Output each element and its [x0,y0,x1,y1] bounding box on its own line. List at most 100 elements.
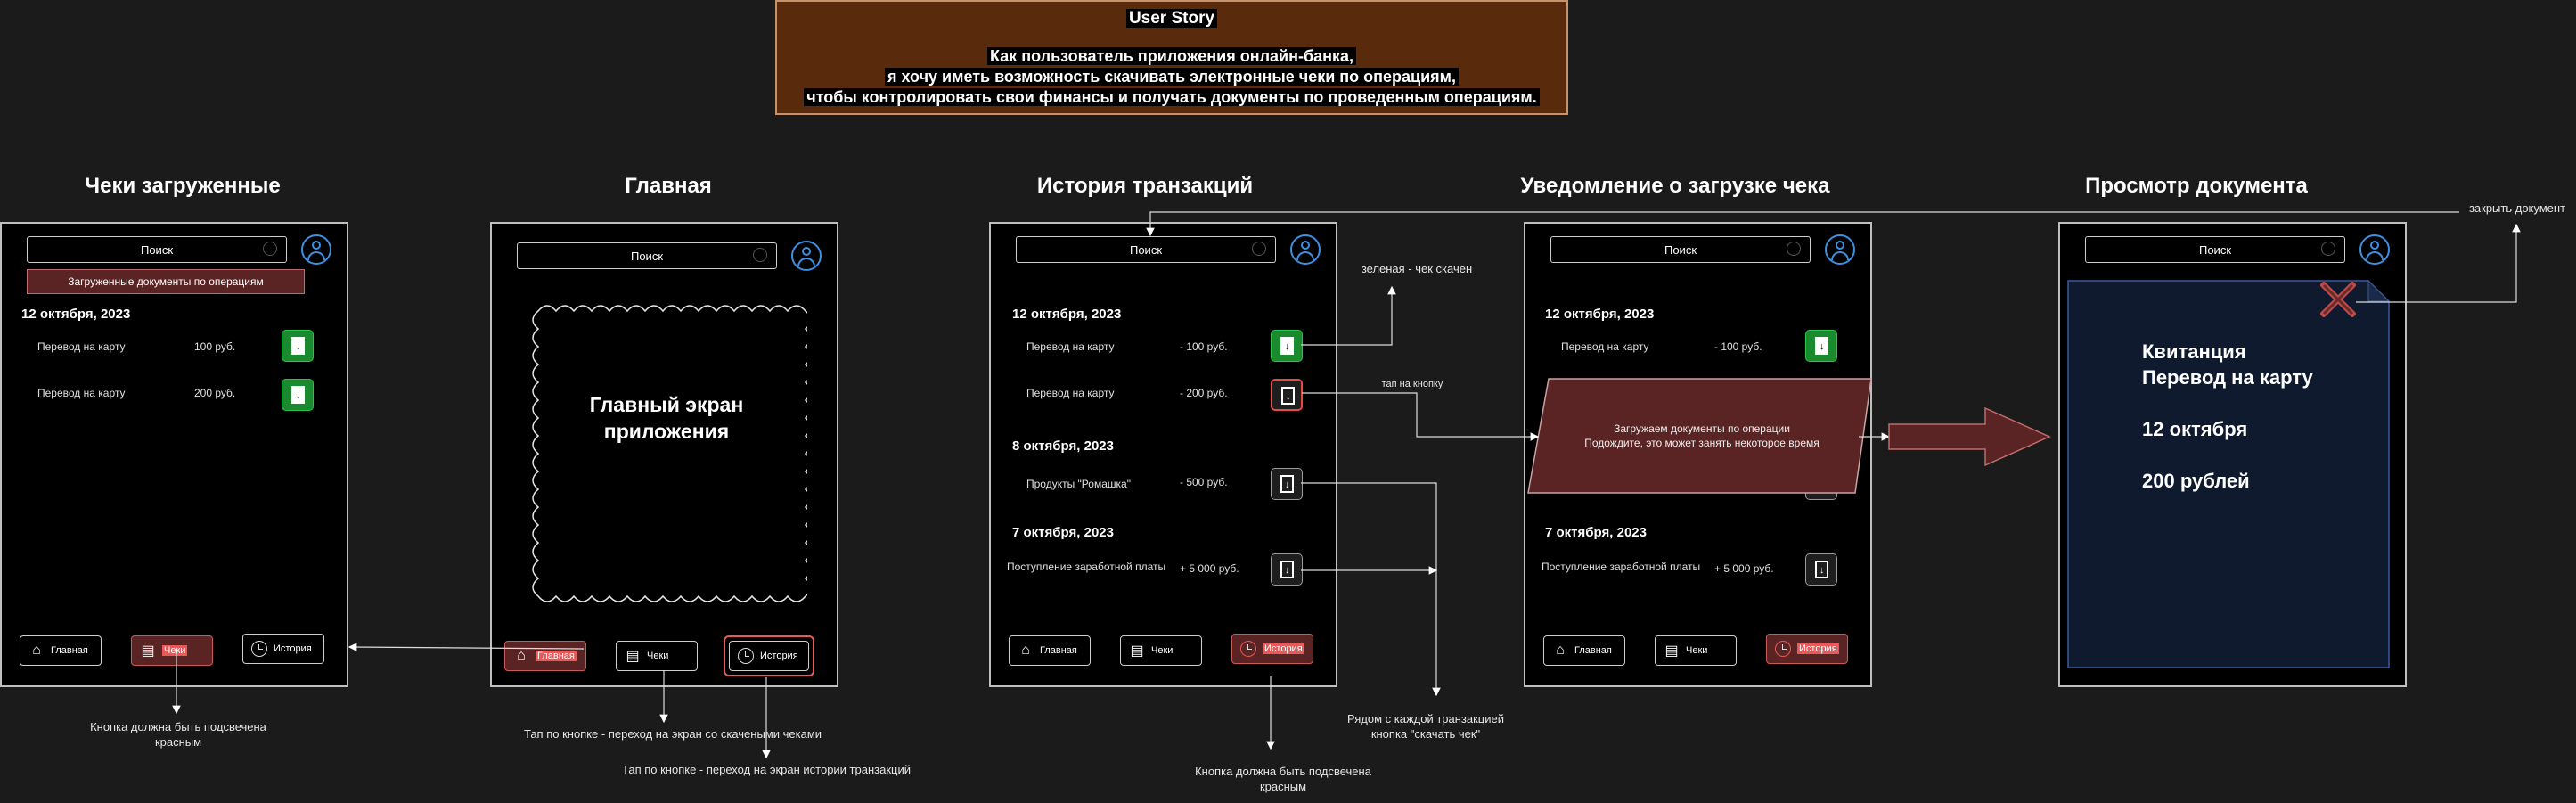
phone-history: Поиск 12 октября, 2023 Перевод на карту … [989,222,1337,687]
note-green-done: зеленая - чек скачен [1361,262,1473,275]
main-screen-label: Главный экран приложения [526,391,807,445]
nav-receipts-button[interactable]: ▤Чеки [616,641,698,671]
search-placeholder: Поиск [140,242,174,257]
download-receipt-button[interactable]: ↓ [1271,553,1303,586]
tx-name: Поступление заработной платы [1542,561,1701,573]
nav-home-button[interactable]: ⌂ Главная [1009,635,1091,666]
nav-home-label: Главная [536,651,577,661]
date-label: 7 октября, 2023 [1545,525,1647,540]
tx-name: Перевод на карту [1026,387,1115,399]
receipt-downloaded-icon[interactable]: ↓ [282,330,314,362]
home-icon: ⌂ [1021,643,1030,658]
date-label: 8 октября, 2023 [1012,438,1114,454]
search-input[interactable]: Поиск [1550,236,1811,263]
avatar-icon[interactable] [1290,234,1321,265]
nav-home-label: Главная [1040,645,1077,656]
nav-history-highlight [724,635,814,676]
receipt-downloaded-icon[interactable]: ↓ [282,379,314,411]
nav-receipts-label: Чеки [1686,645,1708,656]
search-input[interactable]: Поиск [2085,236,2345,263]
nav-history-label: История [1263,643,1304,654]
main-label-line-2: приложения [603,420,730,443]
story-line-1: Как пользователь приложения онлайн-банка… [987,47,1356,65]
home-icon: ⌂ [32,643,41,658]
note-highlight-receipts: Кнопка должна быть подсвечена красным [53,719,303,750]
close-icon[interactable] [2319,281,2357,318]
loaded-docs-banner: Загруженные документы по операциям [27,269,305,294]
note-line: Кнопка должна быть подсвечена [90,720,266,733]
nav-history-label: История [760,651,798,661]
tx-name: Перевод на карту [1026,340,1115,353]
tx-name: Перевод на карту [37,340,126,353]
download-receipt-button[interactable]: ↓ [1805,553,1837,586]
search-placeholder: Поиск [1129,242,1163,257]
search-icon [1252,242,1266,256]
title-notification: Уведомление о загрузке чека [1520,174,1830,198]
main-label-line-1: Главный экран [589,393,744,416]
receipt-downloaded-icon[interactable]: ↓ [1805,330,1837,362]
clock-icon [1774,640,1792,658]
story-title: User Story [1125,9,1218,28]
nav-history-label: История [274,643,312,654]
search-input[interactable]: Поиск [1016,236,1276,263]
nav-history-button[interactable]: История [242,634,324,664]
search-placeholder: Поиск [2198,242,2232,257]
phone-main: Поиск Главный экран приложения ⌂Главная ▤… [490,222,838,687]
note-line: красным [154,735,202,749]
transition-arrow-icon [1888,406,2051,467]
nav-receipts-button[interactable]: ▤Чеки [1120,635,1202,666]
download-receipt-button[interactable]: ↓ [1271,379,1303,411]
nav-history-button[interactable]: История [1766,634,1848,664]
tx-name: Поступление заработной платы [1007,561,1166,573]
story-line-3: чтобы контролировать свои финансы и полу… [804,88,1540,106]
download-receipt-button[interactable]: ↓ [1271,468,1303,500]
note-line: кнопка "скачать чек" [1370,727,1481,741]
tx-amount: - 100 руб. [1180,340,1228,353]
nav-receipts-button[interactable]: ▤ Чеки [1655,635,1737,666]
tx-amount: - 200 руб. [1180,387,1228,399]
search-input[interactable]: Поиск [27,236,287,263]
user-story-box: User Story Как пользователь приложения о… [775,0,1568,115]
story-text: Как пользователь приложения онлайн-банка… [777,46,1566,108]
tx-name: Продукты "Ромашка" [1026,478,1131,490]
nav-receipts-label: Чеки [1151,645,1174,656]
tx-amount: + 5 000 руб. [1180,562,1239,575]
document-sheet [2067,280,2390,668]
nav-history-label: История [1797,643,1839,654]
search-placeholder: Поиск [1664,242,1697,257]
nav-receipts-label: Чеки [647,651,669,661]
doc-subtitle: Перевод на карту [2142,366,2313,389]
nav-home-button[interactable]: ⌂Главная [20,635,102,666]
clock-icon [250,640,268,658]
avatar-icon[interactable] [301,234,331,265]
date-label: 12 октября, 2023 [21,307,131,322]
tx-name: Перевод на карту [37,387,126,399]
search-placeholder: Поиск [630,249,664,263]
receipt-downloaded-icon[interactable]: ↓ [1271,330,1303,362]
avatar-icon[interactable] [1825,234,1855,265]
nav-history-button[interactable]: История [1231,634,1313,664]
receipt-icon: ▤ [141,643,155,659]
title-main: Главная [625,174,712,198]
avatar-icon[interactable] [791,241,822,271]
search-icon [753,248,767,262]
tx-name: Перевод на карту [1561,340,1649,353]
date-label: 7 октября, 2023 [1012,525,1114,540]
nav-receipts-button[interactable]: ▤Чеки [131,635,213,666]
receipt-icon: ▤ [1664,643,1679,659]
loading-popup-shape [1527,378,1872,494]
nav-history-button[interactable]: История [729,641,809,671]
home-icon: ⌂ [1556,643,1565,658]
nav-home-button[interactable]: ⌂Главная [504,641,586,671]
avatar-icon[interactable] [2359,234,2390,265]
tx-amount: 200 руб. [194,387,236,399]
nav-home-button[interactable]: ⌂Главная [1543,635,1625,666]
search-input[interactable]: Поиск [517,242,777,269]
date-label: 12 октября, 2023 [1545,307,1655,322]
note-tap-receipts: Тап по кнопке - переход на экран со скач… [523,727,822,741]
doc-date: 12 октября [2142,418,2248,440]
